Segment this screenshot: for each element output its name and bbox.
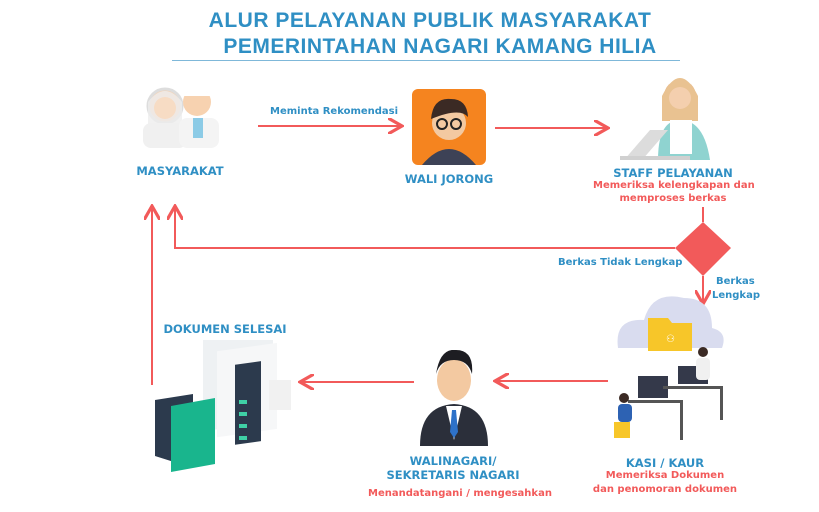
- decision-diamond: [675, 222, 731, 276]
- walinagari-label-2: SEKRETARIS NAGARI: [386, 468, 520, 482]
- masyarakat-icon: [143, 87, 219, 148]
- staff-desc-2: memproses berkas: [619, 193, 727, 204]
- kasi-kaur-illustration: ⚇: [614, 296, 724, 440]
- complete-label-1: Berkas: [716, 276, 755, 287]
- staff-label: STAFF PELAYANAN: [613, 166, 733, 180]
- dokumen-label: DOKUMEN SELESAI: [163, 322, 287, 336]
- documents-illustration: [155, 340, 291, 472]
- walinagari-label-1: WALINAGARI/: [409, 454, 497, 468]
- wali-jorong-label: WALI JORONG: [404, 172, 494, 186]
- kasi-label: KASI / KAUR: [625, 456, 705, 470]
- title-line-1: ALUR PELAYANAN PUBLIK MASYARAKAT: [208, 9, 652, 32]
- svg-text:⚇: ⚇: [666, 334, 675, 345]
- complete-label-2: Lengkap: [712, 290, 760, 301]
- walinagari-avatar: [420, 350, 488, 446]
- staff-desc-1: Memeriksa kelengkapan dan: [593, 180, 755, 191]
- masyarakat-label: MASYARAKAT: [136, 164, 224, 178]
- staff-icon: [620, 78, 710, 160]
- walinagari-desc: Menandatangani / mengesahkan: [368, 488, 552, 499]
- request-label: Meminta Rekomendasi: [270, 106, 399, 117]
- arrow-incomplete: [175, 208, 675, 249]
- incomplete-label: Berkas Tidak Lengkap: [558, 257, 683, 268]
- wali-jorong-avatar: [412, 89, 486, 165]
- kasi-desc-2: dan penomoran dokumen: [592, 484, 738, 495]
- kasi-desc-1: Memeriksa Dokumen: [605, 470, 725, 481]
- title-line-2: PEMERINTAHAN NAGARI KAMANG HILIA: [223, 35, 657, 58]
- title-underline: [172, 60, 680, 61]
